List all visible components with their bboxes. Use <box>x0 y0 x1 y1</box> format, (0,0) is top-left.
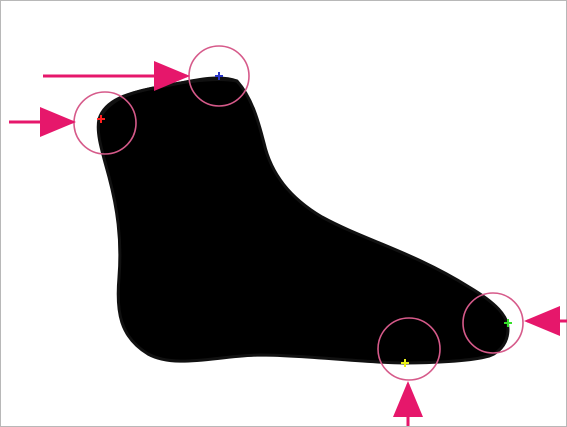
foot-silhouette <box>98 80 508 363</box>
